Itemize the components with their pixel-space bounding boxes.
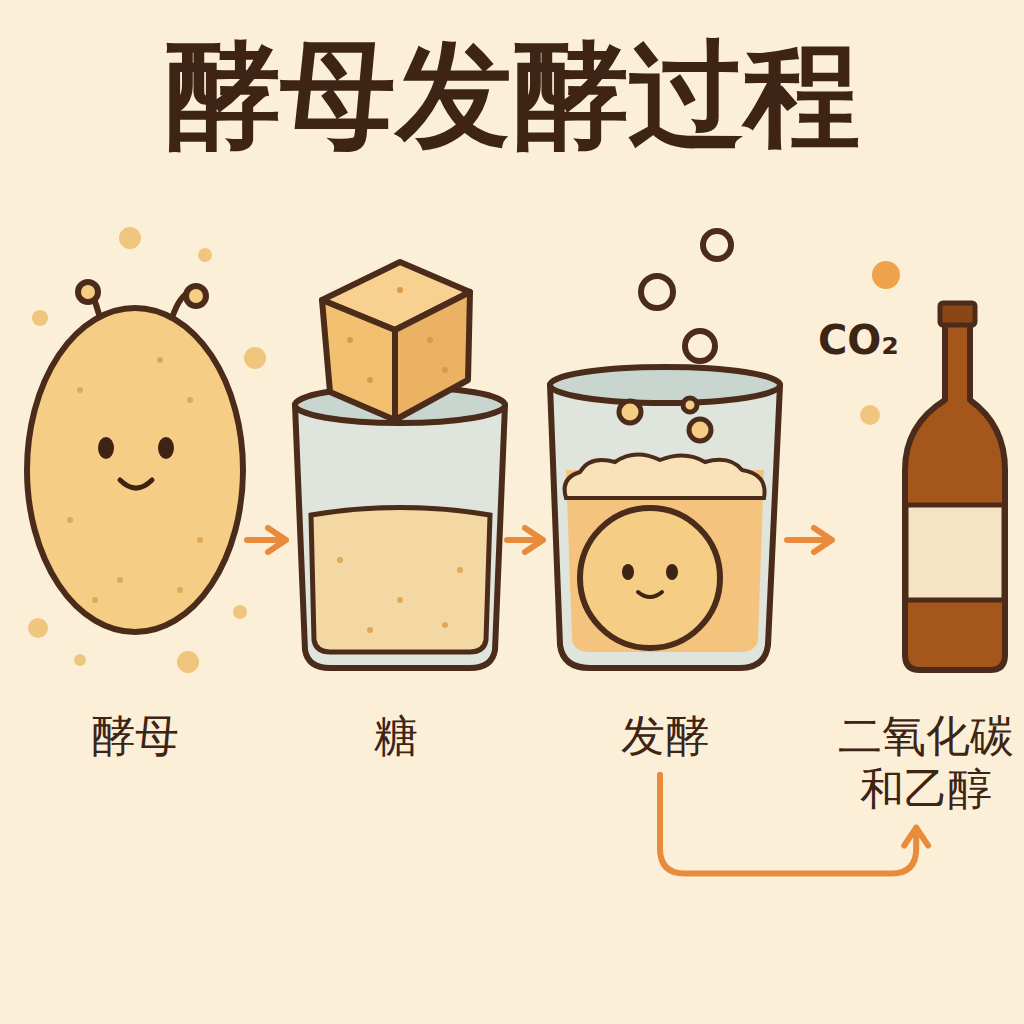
stage-node: 发酵 [545, 270, 785, 771]
stage-label: 发酵 [575, 710, 755, 763]
stage-node: 酵母 [25, 270, 245, 771]
diagram-title: 酵母发酵过程 [0, 28, 1024, 161]
stage-label: 酵母 [45, 710, 225, 763]
stage-label: 二氧化碳和乙醇 [836, 710, 1016, 816]
stage-node: 糖 [288, 270, 505, 771]
flow-arrow [247, 528, 286, 552]
arrow-line [787, 528, 832, 552]
formula-label: CO₂ [818, 318, 899, 362]
flow-arrow [787, 528, 832, 552]
stage-label: 糖 [306, 710, 486, 763]
arrow-line [507, 528, 543, 552]
arrow-line [247, 528, 286, 552]
flow-arrow [507, 528, 543, 552]
